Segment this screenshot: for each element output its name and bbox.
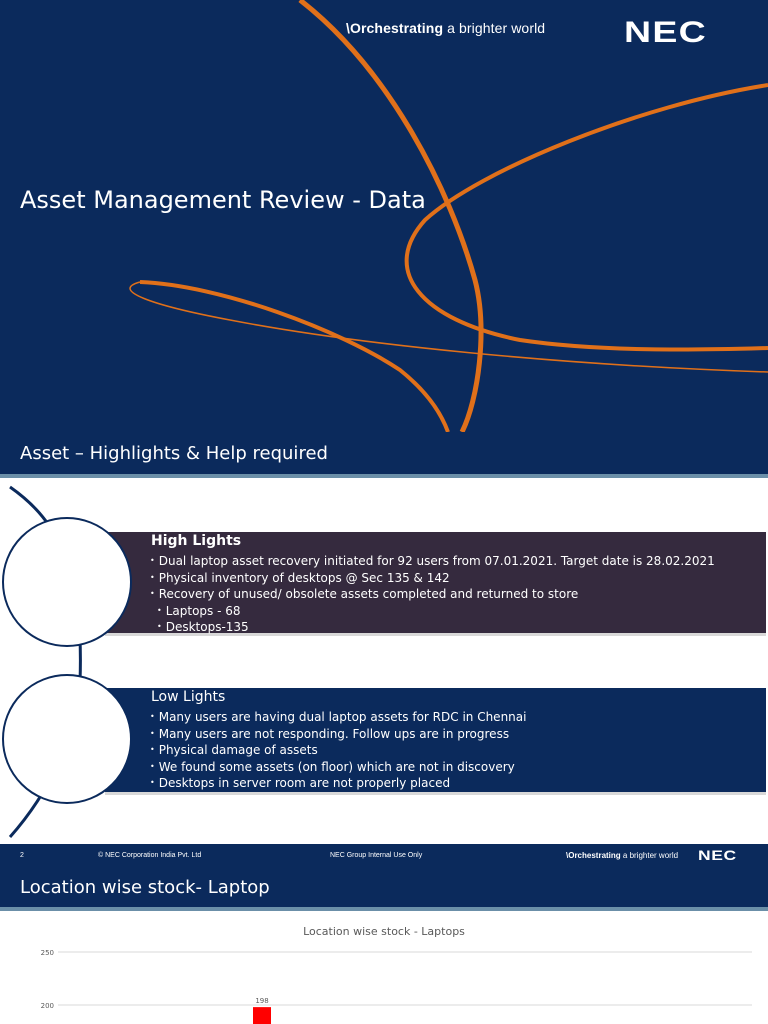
highlights-heading: High Lights: [151, 533, 242, 549]
lowlights-circle: [2, 674, 132, 804]
slide-title: Location wise stock- Laptop: [20, 877, 270, 898]
slide-title: Asset Management Review - Data: [20, 186, 426, 214]
slide-title: Asset – Highlights & Help required: [20, 443, 328, 464]
lowlights-panel: Low Lights Many users are having dual la…: [105, 688, 766, 792]
stock-slide: Location wise stock- Laptop Location wis…: [0, 867, 768, 1024]
bar: [253, 1007, 271, 1024]
header-rule: [0, 907, 768, 911]
highlights-list: Dual laptop asset recovery initiated for…: [150, 554, 715, 637]
list-item: Physical damage of assets: [150, 743, 526, 760]
list-item: Recovery of unused/ obsolete assets comp…: [150, 587, 715, 604]
list-item: Physical inventory of desktops @ Sec 135…: [150, 571, 715, 588]
highlights-slide: Asset – Highlights & Help required High …: [0, 432, 768, 867]
chart-grid: 250 200: [41, 949, 752, 1010]
list-item: Dual laptop asset recovery initiated for…: [150, 554, 715, 571]
slide-header: Asset – Highlights & Help required: [0, 432, 768, 474]
highlights-panel: High Lights Dual laptop asset recovery i…: [105, 532, 766, 634]
footer-nec-logo: NEC: [698, 847, 737, 863]
highlights-circle: [2, 517, 132, 647]
y-tick-label: 250: [41, 949, 54, 957]
sub-list-item: Desktops-135: [150, 620, 715, 637]
list-item: Many users are having dual laptop assets…: [150, 710, 527, 727]
title-slide: \Orchestrating a brighter world NEC Asse…: [0, 0, 768, 432]
y-tick-label: 200: [41, 1002, 54, 1010]
nec-logo: NEC: [624, 16, 707, 49]
copyright: © NEC Corporation India Pvt. Ltd: [98, 852, 202, 859]
slide-header: Location wise stock- Laptop: [0, 867, 768, 907]
slide-footer: 2 © NEC Corporation India Pvt. Ltd NEC G…: [0, 844, 768, 867]
sub-list-item: Laptops - 68: [150, 604, 715, 621]
brand-tagline: \Orchestrating a brighter world: [346, 20, 546, 36]
chart-bars: 198: [253, 997, 271, 1024]
list-item: Desktops in server room are not properly…: [150, 776, 526, 793]
lowlights-list: Many users are having dual laptop assets…: [150, 710, 527, 793]
footer-tagline: \Orchestrating a brighter world: [566, 851, 679, 860]
data-label: 198: [255, 997, 268, 1005]
page-number: 2: [20, 852, 24, 859]
header-rule: [0, 474, 768, 478]
panel-shadow: [105, 792, 766, 795]
laptop-stock-chart: Location wise stock - Laptops 250 200 198: [41, 925, 752, 1024]
list-item: Many users are not responding. Follow up…: [150, 727, 526, 744]
classification: NEC Group Internal Use Only: [330, 852, 423, 859]
chart-title: Location wise stock - Laptops: [303, 925, 465, 938]
orange-arcs-decoration: [129, 0, 768, 432]
list-item: We found some assets (on floor) which ar…: [150, 760, 526, 777]
lowlights-heading: Low Lights: [151, 689, 226, 705]
